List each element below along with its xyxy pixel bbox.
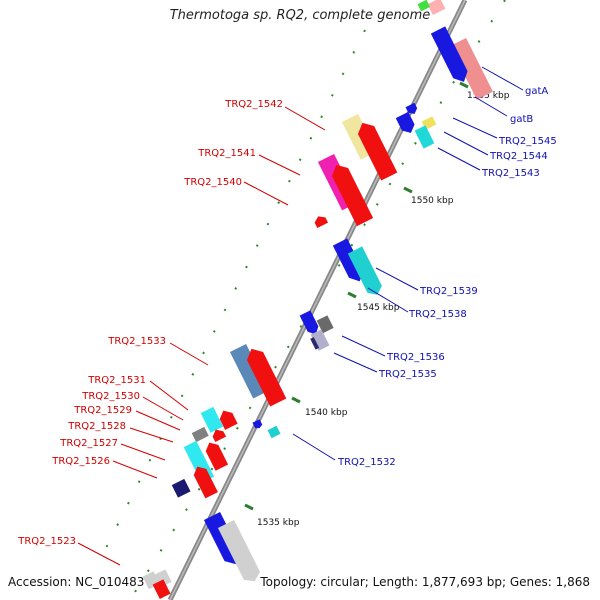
gene-TRQ2_1531 (200, 406, 224, 433)
tick-label-1545: 1545 kbp (357, 303, 400, 313)
label-gatA: gatA (525, 86, 548, 97)
tick-label-1535: 1535 kbp (257, 518, 300, 528)
genome-summary-text: Topology: circular; Length: 1,877,693 bp… (260, 575, 590, 589)
gene-TRQ2_1536 (316, 315, 334, 334)
gene-TRQ2_1529 (191, 426, 209, 443)
tick-label-1555: 1555 kbp (467, 91, 510, 101)
label-TRQ2_1543: TRQ2_1543 (481, 168, 540, 179)
label-gatB: gatB (510, 114, 533, 125)
gene-gatA (449, 37, 493, 100)
gene-TRQ2_1545 (395, 111, 415, 133)
tick-marks (244, 81, 469, 511)
right-gene-labels: gatA gatB TRQ2_1545 TRQ2_1544 TRQ2_1543 … (337, 86, 557, 468)
label-TRQ2_1531: TRQ2_1531 (87, 375, 146, 386)
label-TRQ2_1532: TRQ2_1532 (337, 457, 396, 468)
backbone (167, 0, 468, 600)
tick-label-1540: 1540 kbp (305, 408, 348, 418)
gene-red-1542 (357, 122, 398, 181)
gene-TRQ2_1539 (347, 246, 382, 295)
label-TRQ2_1540: TRQ2_1540 (183, 177, 242, 188)
gene-TRQ2_1540 (331, 164, 374, 227)
leader-lines-right (292, 66, 524, 461)
label-TRQ2_1526: TRQ2_1526 (51, 456, 110, 467)
gene-TRQ2_1543 (414, 125, 435, 149)
tick-label-1550: 1550 kbp (411, 196, 454, 206)
gene-grey-1535kbp (217, 519, 261, 582)
label-TRQ2_1535: TRQ2_1535 (378, 369, 437, 380)
label-TRQ2_1541: TRQ2_1541 (197, 148, 256, 159)
label-TRQ2_1529: TRQ2_1529 (73, 405, 132, 416)
label-TRQ2_1539: TRQ2_1539 (419, 286, 478, 297)
genes-forward (154, 0, 493, 588)
gene-TRQ2_1530 (219, 410, 238, 430)
gene-blue-upper (430, 26, 468, 82)
label-TRQ2_1545: TRQ2_1545 (498, 136, 557, 147)
gene-red-1526 (193, 466, 218, 499)
label-TRQ2_1536: TRQ2_1536 (386, 352, 445, 363)
label-TRQ2_1530: TRQ2_1530 (81, 391, 140, 402)
gene-TRQ2_1535 (310, 329, 330, 351)
label-TRQ2_1538: TRQ2_1538 (408, 309, 467, 320)
genes-reverse (142, 0, 431, 599)
leader-lines-left (77, 106, 326, 566)
gene-blue-1539 (332, 238, 364, 282)
gene-red-1533 (246, 348, 287, 407)
label-TRQ2_1544: TRQ2_1544 (489, 151, 548, 162)
label-TRQ2_1523: TRQ2_1523 (17, 536, 76, 547)
gene-TRQ2_1535-dark (310, 337, 320, 350)
gene-red-1527 (205, 442, 229, 471)
map-title: Thermotoga sp. RQ2, complete genome (169, 8, 431, 23)
label-TRQ2_1533: TRQ2_1533 (107, 336, 166, 347)
gene-TRQ2_1538 (299, 310, 319, 335)
label-TRQ2_1528: TRQ2_1528 (67, 421, 126, 432)
gene-TRQ2_1532 (267, 425, 281, 439)
dotted-guides (99, 0, 506, 600)
accession-text: Accession: NC_010483 (8, 575, 145, 589)
left-gene-labels: TRQ2_1542 TRQ2_1541 TRQ2_1540 TRQ2_1533 … (17, 99, 283, 547)
gene-TRQ2_1528 (212, 429, 227, 443)
label-TRQ2_1542: TRQ2_1542 (224, 99, 283, 110)
label-TRQ2_1527: TRQ2_1527 (59, 438, 118, 449)
gene-TRQ2_1526 (171, 478, 191, 498)
